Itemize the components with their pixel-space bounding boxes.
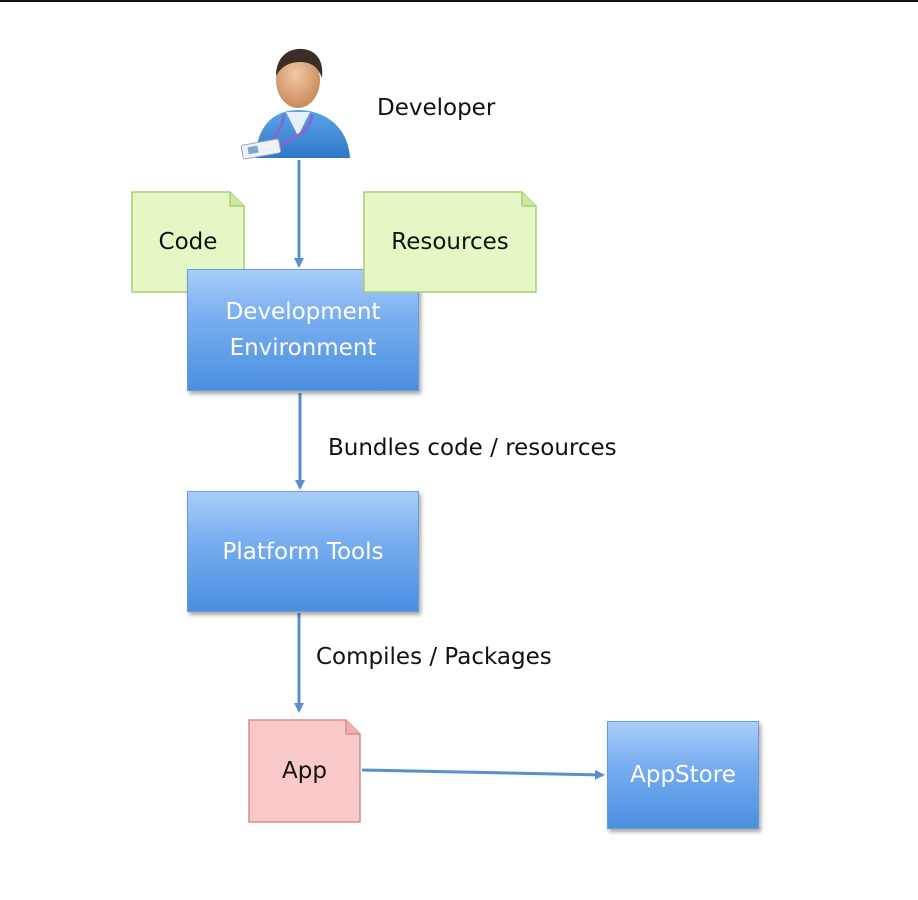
app-label: App [282,758,327,784]
app-document-node: App [248,719,361,823]
top-border-line [0,0,918,2]
arrow-app-to-appstore [361,768,605,780]
resources-label: Resources [391,229,509,255]
dev-env-label-line1: Development [225,299,381,325]
resources-document-node: Resources [363,191,537,293]
platform-tools-label: Platform Tools [222,538,384,565]
development-environment-node: Development Environment [187,269,419,391]
developer-label: Developer [377,95,496,121]
appstore-node: AppStore [607,721,759,829]
code-label: Code [158,229,218,255]
platform-tools-node: Platform Tools [187,491,419,612]
appstore-label: AppStore [630,762,736,788]
dev-env-label-line2: Environment [229,335,377,361]
developer-person-icon [238,40,354,164]
compiles-edge-label: Compiles / Packages [316,644,552,670]
bundles-edge-label: Bundles code / resources [328,435,617,461]
code-document-node: Code [131,191,245,293]
